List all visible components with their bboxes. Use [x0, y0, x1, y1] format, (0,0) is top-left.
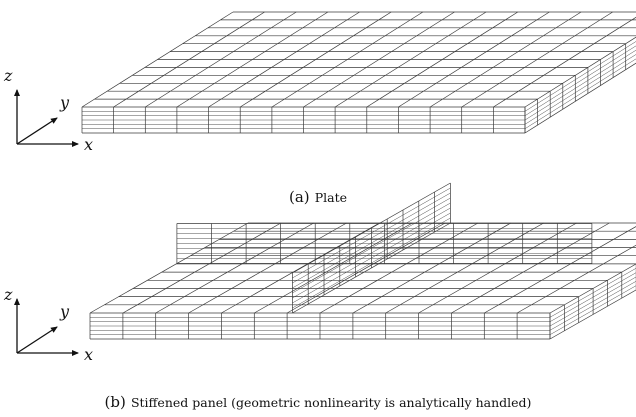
- mesh-line: [89, 222, 249, 314]
- mesh-line: [81, 11, 234, 108]
- axis-triad-a: z y x: [3, 66, 93, 154]
- z-axis-label: z: [3, 285, 13, 304]
- mesh-line: [334, 11, 487, 108]
- mesh-line: [549, 285, 636, 335]
- axis-triad-b: z y x: [3, 285, 93, 364]
- mesh-line: [549, 289, 636, 340]
- mesh-line: [429, 11, 582, 108]
- caption-a-text: Plate: [314, 190, 348, 205]
- mesh-line: [352, 222, 512, 314]
- plate-mesh: [81, 11, 636, 134]
- caption-b-text: Stiffened panel (geometric nonlinearity …: [130, 395, 532, 410]
- mesh-line: [145, 11, 297, 108]
- x-axis-label: x: [84, 345, 93, 364]
- mesh-line: [549, 268, 636, 318]
- mesh-line: [221, 222, 380, 314]
- mesh-line: [319, 222, 479, 314]
- mesh-line: [398, 11, 550, 108]
- mesh-line: [516, 244, 636, 314]
- x-axis-label: x: [84, 135, 93, 154]
- caption-a-label: (a): [288, 188, 310, 206]
- mesh-line: [549, 272, 636, 322]
- mesh-line: [385, 222, 544, 314]
- mesh-line: [524, 45, 636, 116]
- y-axis-label: y: [59, 302, 70, 321]
- mesh-line: [524, 41, 636, 112]
- mesh-line: [418, 222, 577, 314]
- mesh-line: [113, 11, 265, 108]
- caption-b-label: (b): [104, 393, 126, 411]
- mesh-line: [366, 11, 518, 108]
- mesh-line: [484, 226, 636, 314]
- mesh-line: [549, 281, 636, 331]
- mesh-line: [271, 11, 424, 108]
- caption-b: (b) Stiffened panel (geometric nonlinear…: [0, 392, 636, 411]
- caption-a: (a) Plate: [0, 187, 636, 206]
- z-axis-label: z: [3, 66, 13, 85]
- mesh-line: [549, 263, 636, 314]
- mesh-line: [176, 11, 329, 108]
- mesh-line: [493, 16, 636, 108]
- mesh-line: [208, 11, 360, 108]
- mesh-line: [122, 222, 282, 314]
- mesh-line: [461, 11, 613, 108]
- y-axis-label: y: [59, 93, 70, 112]
- mesh-line: [188, 222, 347, 314]
- mesh-line: [524, 49, 636, 121]
- mesh-line: [303, 11, 455, 108]
- mesh-line: [286, 222, 446, 314]
- mesh-line: [254, 222, 413, 314]
- mesh-line: [451, 222, 610, 314]
- mesh-line: [549, 276, 636, 327]
- mesh-line: [240, 11, 392, 108]
- stiffened-panel-mesh: [89, 182, 636, 340]
- mesh-line: [155, 222, 314, 314]
